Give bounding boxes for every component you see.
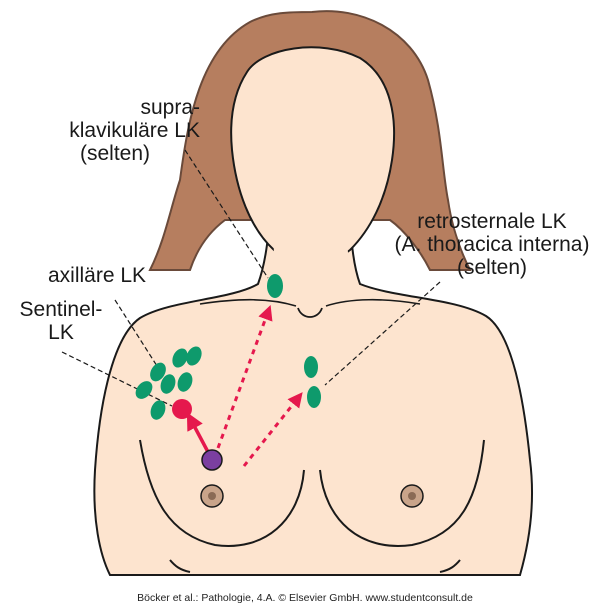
label-sentinel-line1: Sentinel- — [6, 298, 116, 321]
label-retrosternal-line1: retrosternale LK — [382, 210, 602, 233]
retrosternal-lymph-node — [307, 386, 321, 408]
label-supraclavicular-line2: klavikuläre LK — [60, 119, 200, 142]
figure-caption: Böcker et al.: Pathologie, 4.A. © Elsevi… — [0, 592, 610, 604]
label-supraclavicular-line3: (selten) — [60, 142, 200, 165]
label-retrosternal: retrosternale LK (A. thoracica interna) … — [382, 210, 602, 279]
sentinel-lymph-node — [172, 399, 192, 419]
label-retrosternal-line3: (selten) — [382, 256, 602, 279]
left-nipple — [201, 485, 223, 507]
supraclavicular-lymph-node — [267, 274, 283, 298]
label-axillary-text: axilläre LK — [48, 264, 146, 287]
label-sentinel: Sentinel- LK — [6, 298, 116, 344]
right-nipple — [401, 485, 423, 507]
label-supraclavicular-line1: supra- — [60, 96, 200, 119]
label-sentinel-line2: LK — [6, 321, 116, 344]
label-axillary: axilläre LK — [48, 264, 146, 287]
label-supraclavicular: supra- klavikuläre LK (selten) — [60, 96, 200, 165]
primary-tumor — [202, 450, 222, 470]
label-retrosternal-line2: (A. thoracica interna) — [382, 233, 602, 256]
retrosternal-lymph-node — [304, 356, 318, 378]
